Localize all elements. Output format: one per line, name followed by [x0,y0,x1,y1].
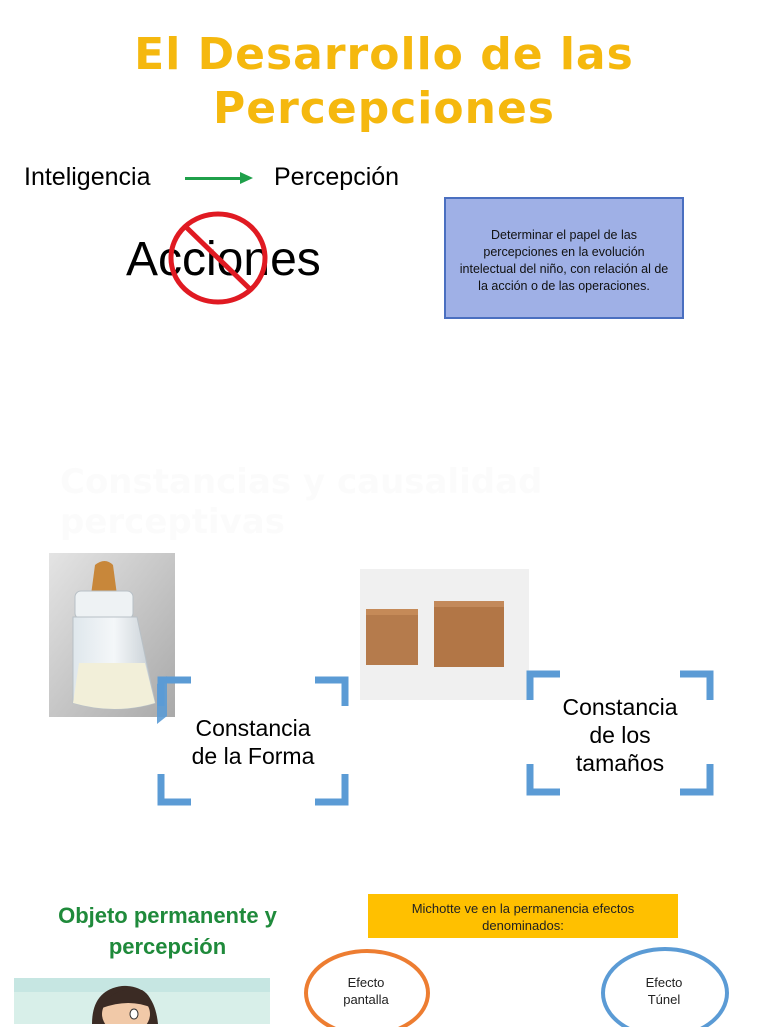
bracket-frame-icon [157,676,349,806]
tunel-line-1: Efecto [645,975,683,990]
title-line-1: El Desarrollo de las [134,29,634,80]
objeto-heading-line-1: Objeto permanente y [58,903,277,928]
page-title: El Desarrollo de las Percepciones [0,28,768,136]
ghost-heading: Constancias y causalidad perceptivas [60,462,620,542]
acciones-word: Acciones [126,233,321,286]
cartoon-illustration [14,978,270,1024]
forma-line-2: de la Forma [191,743,315,769]
michotte-line-2: denominados: [482,918,564,933]
objeto-permanente-heading: Objeto permanente y percepción [30,900,305,962]
objeto-heading-line-2: percepción [108,934,227,959]
efecto-tunel-label: Efecto Túnel [608,974,720,1008]
tamanos-line-3: tamaños [575,750,665,776]
inteligencia-label: Inteligencia [24,163,151,191]
arrow-right-icon [185,177,243,180]
tunel-line-2: Túnel [647,992,681,1007]
percepcion-label: Percepción [274,163,400,191]
efecto-tunel-ellipse [601,947,729,1027]
pantalla-line-2: pantalla [343,992,389,1007]
title-line-2: Percepciones [213,83,555,134]
efecto-pantalla-label: Efecto pantalla [310,974,422,1008]
pantalla-line-1: Efecto [347,975,385,990]
forma-line-1: Constancia [195,715,311,741]
baby-bottle-photo [49,553,175,717]
constancia-tamanos-label: Constancia de los tamaños [534,693,706,777]
constancia-forma-label: Constancia de la Forma [170,714,336,770]
prohibition-icon [168,211,268,305]
efecto-pantalla-ellipse [304,949,430,1027]
arrow-head-icon [240,172,253,184]
tamanos-line-2: de los [589,722,651,748]
boxes-photo [360,569,529,700]
michotte-box: Michotte ve en la permanencia efectos de… [368,894,678,938]
ghost-heading-line-2: perceptivas [60,502,285,542]
objective-box: Determinar el papel de las percepciones … [444,197,684,319]
michotte-line-1: Michotte ve en la permanencia efectos [411,901,635,916]
ghost-heading-line-1: Constancias y causalidad [60,462,543,502]
tamanos-line-1: Constancia [562,694,678,720]
bracket-frame-icon [526,670,714,796]
